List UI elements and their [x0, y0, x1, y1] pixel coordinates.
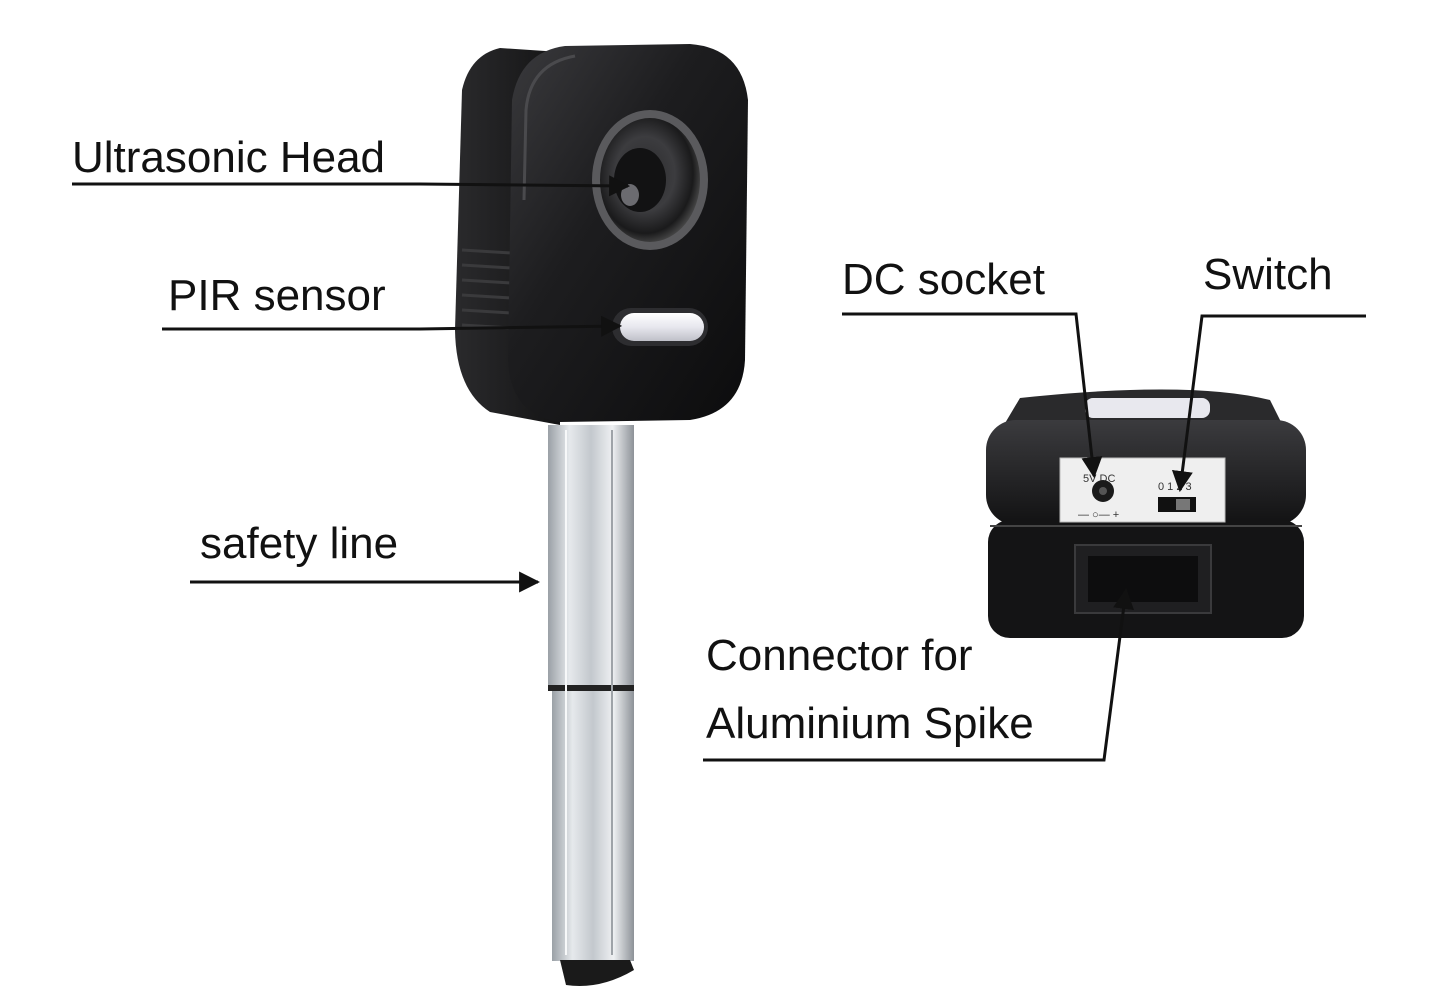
callout-pir-sensor: PIR sensor	[168, 274, 386, 318]
repeller-housing	[455, 44, 748, 425]
callout-switch: Switch	[1203, 253, 1333, 297]
aluminium-spike-pole	[548, 425, 634, 986]
pir-sensor-window	[612, 308, 708, 346]
switch-position-marking: 0 1 2 3	[1158, 481, 1192, 493]
callout-connector-line1: Connector for	[706, 634, 973, 678]
ultrasonic-head-speaker	[592, 110, 708, 250]
callout-safety-line: safety line	[200, 522, 398, 566]
repeller-bottom-view: 5V DC 0 1 2 3 — ○— +	[986, 389, 1306, 638]
polarity-marking: — ○— +	[1078, 509, 1119, 521]
callout-dc-socket: DC socket	[842, 258, 1045, 302]
callout-connector-line2: Aluminium Spike	[706, 702, 1034, 746]
callout-ultrasonic-head: Ultrasonic Head	[72, 136, 385, 180]
